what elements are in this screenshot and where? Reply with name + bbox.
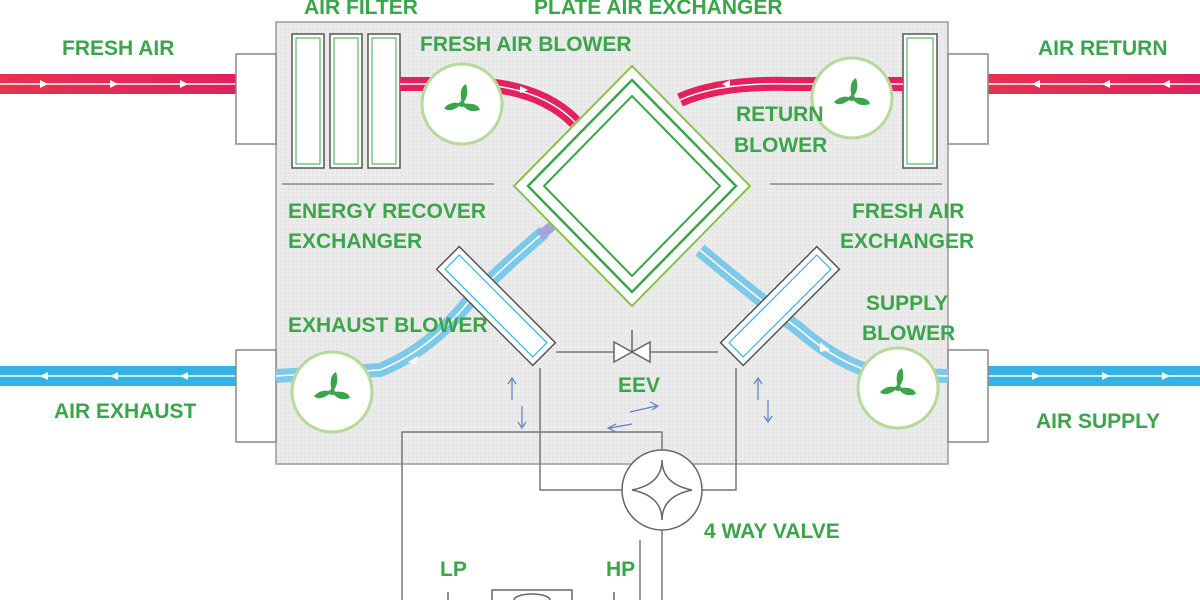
label-energy-recover-1: ENERGY RECOVER — [288, 200, 486, 223]
energy-recover-coil — [435, 245, 557, 367]
compressor — [447, 589, 615, 600]
air-return-duct — [988, 74, 1200, 94]
refrigerant-stub — [536, 222, 556, 240]
label-return-blower-1: RETURN — [736, 103, 824, 126]
label-four-way-valve: 4 WAY VALVE — [704, 520, 840, 543]
air-supply-duct — [988, 366, 1200, 386]
label-lp: LP — [440, 558, 467, 581]
air-return-port — [947, 53, 989, 145]
refrigerant-piping — [401, 351, 737, 600]
label-eev: EEV — [618, 374, 660, 397]
label-supply-blower-1: SUPPLY — [866, 292, 948, 315]
fresh-air-port — [235, 53, 277, 145]
label-air-supply: AIR SUPPLY — [1036, 410, 1160, 433]
plate-air-exchanger — [512, 64, 752, 308]
label-supply-blower-2: BLOWER — [862, 322, 955, 345]
label-air-return: AIR RETURN — [1038, 37, 1168, 60]
supply-air-flow — [695, 244, 949, 383]
fan-icon — [420, 62, 504, 146]
label-energy-recover-2: EXCHANGER — [288, 230, 422, 253]
fan-icon — [856, 346, 940, 430]
fresh-air-duct — [0, 74, 238, 94]
flow-arrow-icon — [507, 376, 773, 433]
air-filter — [291, 33, 401, 169]
label-exhaust-blower: EXHAUST BLOWER — [288, 314, 488, 337]
label-fresh-air: FRESH AIR — [62, 37, 174, 60]
four-way-valve-icon — [621, 449, 703, 531]
label-air-filter: AIR FILTER — [304, 0, 418, 19]
label-fresh-air-blower: FRESH AIR BLOWER — [420, 33, 632, 56]
fan-icon — [290, 350, 374, 434]
air-supply-port — [947, 349, 989, 443]
label-fresh-air-exchanger-2: EXCHANGER — [840, 230, 974, 253]
expansion-valve-icon — [613, 330, 651, 364]
label-plate-air-exchanger: PLATE AIR EXCHANGER — [534, 0, 783, 19]
fan-icon — [810, 56, 894, 140]
air-exhaust-port — [235, 349, 277, 443]
label-hp: HP — [606, 558, 635, 581]
label-air-exhaust: AIR EXHAUST — [54, 400, 197, 423]
label-return-blower-2: BLOWER — [734, 134, 827, 157]
fresh-air-coil — [719, 245, 841, 367]
label-fresh-air-exchanger-1: FRESH AIR — [852, 200, 964, 223]
return-filter — [902, 33, 938, 169]
air-exhaust-duct — [0, 366, 238, 386]
